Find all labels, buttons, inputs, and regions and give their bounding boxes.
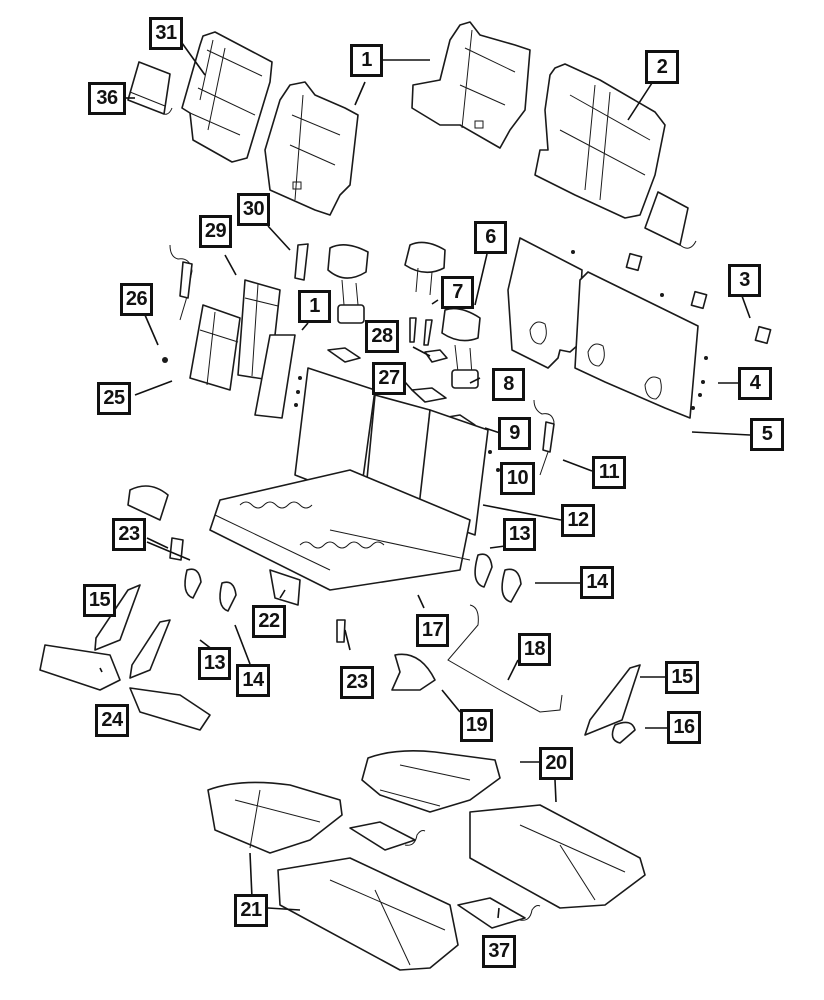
callout-29[interactable]: 29 [199, 215, 232, 248]
part-37-heater-mat [457, 897, 541, 929]
part-28-cover [424, 349, 448, 363]
callout-36[interactable]: 36 [88, 82, 126, 115]
callout-2[interactable]: 2 [645, 50, 679, 84]
part-16-handle [611, 721, 636, 744]
part-20-cushion-upper [361, 750, 501, 813]
part-13-trim-left [184, 568, 202, 599]
callout-17[interactable]: 17 [416, 614, 449, 647]
part-31-seatback-cover [181, 31, 273, 163]
part-5-load-floor-panel [507, 237, 699, 419]
part-3-clips [625, 252, 772, 345]
part-headrest-left [327, 244, 369, 324]
part-15-trim-right [584, 664, 641, 736]
callout-27[interactable]: 27 [372, 362, 406, 395]
callout-21[interactable]: 21 [234, 894, 268, 927]
callout-13[interactable]: 13 [198, 647, 231, 680]
callout-15[interactable]: 15 [83, 584, 116, 617]
callout-9[interactable]: 9 [498, 417, 531, 450]
part-heater-pad-right [644, 191, 697, 249]
callout-24[interactable]: 24 [95, 704, 129, 737]
part-1-seatback-frame-right [411, 21, 531, 149]
callout-20[interactable]: 20 [539, 747, 573, 780]
callout-16[interactable]: 16 [667, 711, 701, 744]
part-armrest-cushion [189, 304, 241, 391]
callout-28[interactable]: 28 [365, 320, 399, 353]
callout-23[interactable]: 23 [112, 518, 146, 551]
part-27-cover [411, 387, 447, 403]
part-20-cushion-lower [469, 804, 646, 909]
part-heater-mat-center [349, 821, 426, 851]
part-trim-mid-left [129, 619, 171, 679]
part-cover-center [327, 347, 361, 363]
callout-26[interactable]: 26 [120, 283, 153, 316]
callout-11[interactable]: 11 [592, 456, 626, 489]
part-1-seatback-frame-left [264, 81, 359, 216]
callout-23-lower[interactable]: 23 [340, 666, 374, 699]
part-19-pivot-trim [391, 653, 436, 691]
part-headrest-center [404, 241, 446, 296]
part-11-wire-harness [533, 399, 555, 476]
callout-25[interactable]: 25 [97, 382, 131, 415]
part-trim-top-left [127, 485, 169, 521]
callout-4[interactable]: 4 [738, 367, 772, 400]
callout-6[interactable]: 6 [474, 221, 507, 254]
part-1-hinge-trim [254, 334, 296, 419]
part-21-cushion-lower [277, 857, 459, 971]
callout-13-right[interactable]: 13 [503, 518, 536, 551]
part-15-trim-left [94, 584, 141, 651]
callout-3[interactable]: 3 [728, 264, 761, 297]
part-14-trim-left [219, 581, 237, 612]
part-24-base-trim [39, 644, 211, 731]
callout-31[interactable]: 31 [149, 17, 183, 50]
part-6-headrest-right [441, 307, 481, 389]
callout-10[interactable]: 10 [500, 462, 535, 495]
callout-18[interactable]: 18 [518, 633, 551, 666]
callout-30[interactable]: 30 [237, 193, 270, 226]
callout-19[interactable]: 19 [460, 709, 493, 742]
part-harness-left [169, 244, 193, 321]
callout-1-hinge[interactable]: 1 [298, 290, 331, 323]
part-36-seatback-heater-pad [127, 61, 173, 115]
callout-12[interactable]: 12 [561, 504, 595, 537]
callout-15-right[interactable]: 15 [665, 661, 699, 694]
part-12-seat-frame-assembly [209, 367, 489, 591]
callout-7[interactable]: 7 [441, 276, 474, 309]
part-2-seatback-cover-right [534, 63, 666, 219]
callout-1[interactable]: 1 [350, 44, 383, 77]
part-23-bracket-lower [336, 619, 346, 643]
part-22-trim [269, 569, 301, 606]
fasteners [162, 250, 708, 472]
callout-8[interactable]: 8 [492, 368, 525, 401]
callout-37[interactable]: 37 [482, 935, 516, 968]
part-13-trim-right [474, 553, 493, 588]
part-21-cushion-upper [207, 781, 343, 854]
part-18-release-cable [447, 604, 563, 713]
part-14-trim-right [501, 568, 522, 603]
callout-14-right[interactable]: 14 [580, 566, 614, 599]
callout-22[interactable]: 22 [252, 605, 286, 638]
callout-14[interactable]: 14 [236, 664, 270, 697]
part-7-headrest-guides [409, 317, 433, 346]
leader-lines [99, 42, 751, 919]
part-30-latch-bezel [294, 243, 309, 281]
callout-5[interactable]: 5 [750, 418, 784, 451]
